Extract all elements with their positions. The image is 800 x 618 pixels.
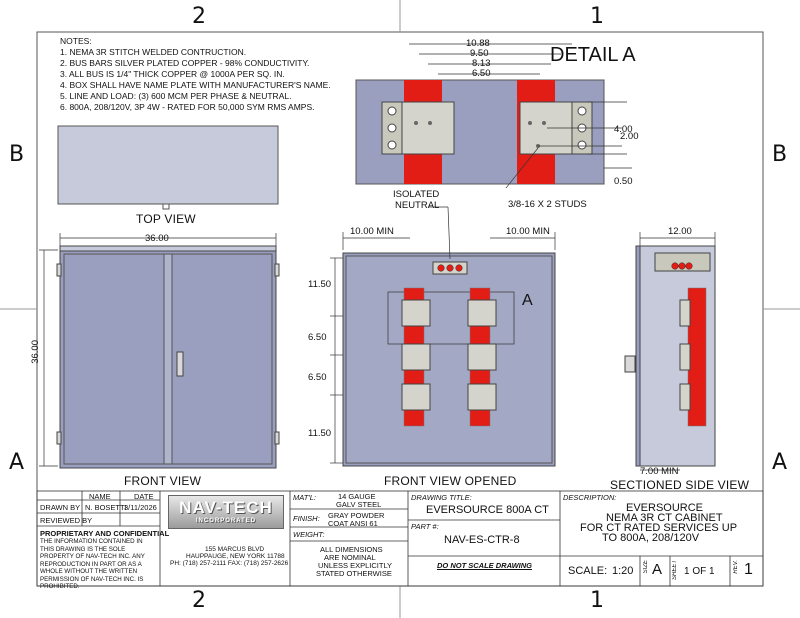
col-date-header: DATE — [134, 492, 154, 501]
top-view-label: TOP VIEW — [136, 212, 196, 226]
drawing-title-value: EVERSOURCE 800A CT — [426, 504, 549, 516]
col-name-header: NAME — [89, 492, 111, 501]
detail-dim-3: 8.13 — [472, 58, 491, 69]
drawn-by-label: DRAWN BY — [40, 503, 81, 512]
desc-line-3: FOR CT RATED SERVICES UP — [580, 522, 738, 534]
scale-value: 1:20 — [612, 565, 634, 577]
detail-dim-1: 10.88 — [466, 38, 490, 49]
vertical-dim-2: 6.50 — [308, 332, 327, 343]
rev-label: REV. — [733, 560, 739, 574]
nominal-line-2: ARE NOMINAL — [324, 553, 376, 562]
matl-value-2: GALV STEEL — [336, 500, 382, 509]
nominal-line-3: UNLESS EXPLICITLY — [318, 561, 393, 570]
drawn-by-date: 3/11/2026 — [124, 503, 157, 512]
reviewed-by-label: REVIEWED BY — [40, 516, 93, 525]
part-value: NAV-ES-CTR-8 — [444, 534, 520, 546]
detail-dim-4: 6.50 — [472, 68, 491, 79]
vertical-dim-1: 11.50 — [308, 279, 332, 290]
logo-sub: INCORPORATED — [195, 518, 257, 524]
nominal-line-1: ALL DIMENSIONS — [320, 545, 383, 554]
sheet-label: SHEET — [672, 560, 678, 581]
note-6: 6. 800A, 208/120V, 3P 4W - RATED FOR 50,… — [60, 102, 315, 112]
note-1: 1. NEMA 3R STITCH WELDED CONTRUCTION. — [60, 47, 247, 57]
scale-label: SCALE: — [568, 565, 608, 577]
studs-label: 3/8-16 X 2 STUDS — [508, 199, 587, 210]
neutral-label: NEUTRAL — [395, 200, 440, 211]
note-3: 3. ALL BUS IS 1/4" THICK COPPER @ 1000A … — [60, 69, 285, 79]
isolated-leader — [428, 206, 451, 260]
finish-label: FINISH: — [293, 514, 320, 523]
side-view-drawing — [624, 232, 716, 471]
notes-heading: NOTES: — [60, 36, 92, 46]
min-left-dim: 10.00 MIN — [350, 226, 394, 237]
detail-a-drawing — [355, 43, 632, 188]
finish-value-1: GRAY POWDER — [328, 511, 385, 520]
side-min-dim: 7.00 MIN — [640, 466, 679, 477]
note-4: 4. BOX SHALL HAVE NAME PLATE WITH MANUFA… — [60, 80, 331, 90]
size-value: A — [652, 561, 663, 578]
zone-right-upper: B — [772, 142, 788, 167]
logo-main: NAV-TECH — [179, 498, 273, 517]
front-view-label: FRONT VIEW — [124, 474, 202, 488]
zone-left-lower: A — [9, 450, 25, 475]
drawn-by-name: N. BOSETTI — [85, 503, 127, 512]
vertical-dim-3: 6.50 — [308, 372, 327, 383]
side-depth-dim: 12.00 — [668, 226, 692, 237]
size-label: SIZE — [643, 560, 649, 574]
zone-right-lower: A — [772, 450, 788, 475]
zone-top-right: 1 — [590, 4, 604, 29]
detail-callout-a: A — [522, 292, 533, 309]
detail-a-title: DETAIL A — [550, 44, 636, 66]
nominal-line-4: STATED OTHERWISE — [316, 569, 392, 578]
rev-value: 1 — [744, 561, 753, 578]
addr-line-1: 155 MARCUS BLVD — [205, 546, 265, 553]
addr-line-2: HAUPPAUGE, NEW YORK 11788 — [186, 553, 285, 560]
desc-line-1: EVERSOURCE — [626, 502, 704, 514]
top-view-drawing — [57, 125, 279, 210]
zone-left-upper: B — [9, 142, 25, 167]
desc-line-4: TO 800A, 208/120V — [602, 532, 700, 544]
detail-dim-5: 4.00 — [614, 124, 633, 135]
description-label: DESCRIPTION: — [563, 493, 617, 502]
addr-line-3: PH: (718) 257-2111 FAX: (718) 257-2626 — [170, 560, 289, 567]
zone-top-left: 2 — [192, 4, 206, 29]
prop-heading: PROPRIETARY AND CONFIDENTIAL — [40, 529, 170, 538]
detail-dim-2: 9.50 — [470, 48, 489, 59]
front-opened-drawing — [330, 232, 556, 467]
company-logo: NAV-TECH INCORPORATED — [168, 495, 284, 529]
note-5: 5. LINE AND LOAD: (3) 600 MCM PER PHASE … — [60, 91, 292, 101]
zone-bottom-left: 2 — [192, 588, 206, 613]
min-right-dim: 10.00 MIN — [506, 226, 550, 237]
drawing-title-label: DRAWING TITLE: — [411, 493, 472, 502]
finish-value-2: COAT ANSI 61 — [328, 519, 378, 528]
sectioned-side-label: SECTIONED SIDE VIEW — [610, 478, 750, 492]
detail-dim-6: 2.00 — [620, 131, 639, 142]
do-not-scale: DO NOT SCALE DRAWING — [437, 561, 532, 570]
part-label: PART #: — [411, 522, 439, 531]
note-2: 2. BUS BARS SILVER PLATED COPPER - 98% C… — [60, 58, 310, 68]
isolated-label: ISOLATED — [393, 189, 440, 200]
front-view-drawing — [39, 233, 280, 469]
prop-text: THE INFORMATION CONTAINED IN THIS DRAWIN… — [40, 538, 145, 590]
notes-block: NOTES: 1. NEMA 3R STITCH WELDED CONTRUCT… — [60, 36, 331, 113]
detail-dim-7: 0.50 — [614, 176, 633, 187]
front-width-dim: 36.00 — [145, 233, 169, 244]
zone-bottom-right: 1 — [590, 588, 604, 613]
matl-value-1: 14 GAUGE — [338, 492, 376, 501]
front-opened-label: FRONT VIEW OPENED — [384, 474, 517, 488]
vertical-dim-4: 11.50 — [308, 428, 332, 439]
weight-label: WEIGHT: — [293, 530, 325, 539]
desc-line-2: NEMA 3R CT CABINET — [606, 512, 723, 524]
sheet-value: 1 OF 1 — [684, 566, 715, 577]
matl-label: MAT'L: — [293, 493, 316, 502]
